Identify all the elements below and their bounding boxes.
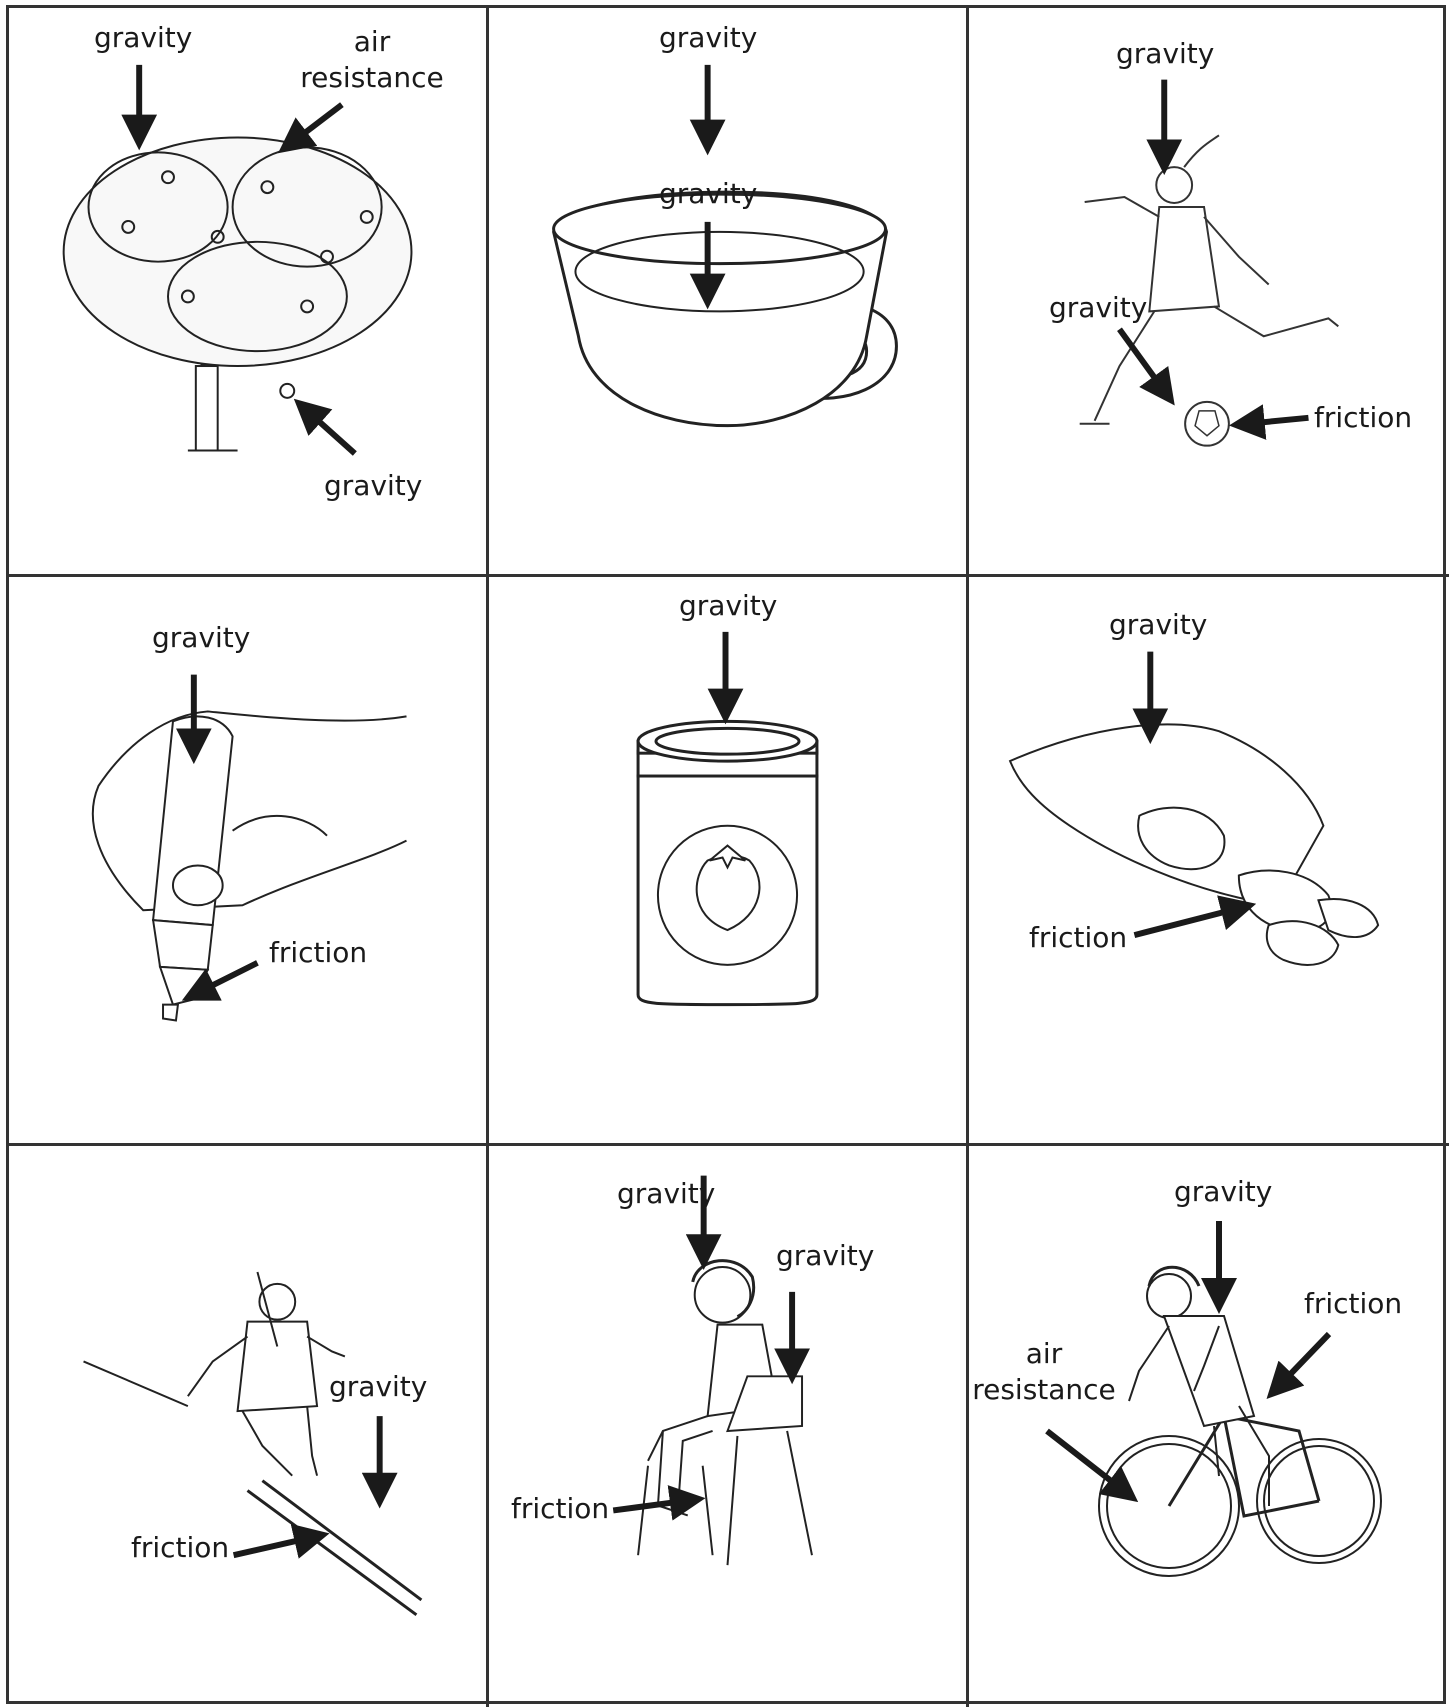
label-friction: friction — [1304, 1286, 1402, 1322]
label-air-resistance: air resistance — [297, 24, 447, 97]
friction-arrow — [613, 1501, 688, 1511]
label-friction: friction — [511, 1491, 609, 1527]
gravity-arrow — [307, 411, 355, 454]
label-gravity: gravity — [152, 620, 250, 656]
card-marker: gravity friction — [9, 577, 489, 1146]
card-chip-bag: gravity friction — [969, 577, 1449, 1146]
label-gravity: gravity — [324, 468, 422, 504]
label-gravity: gravity — [659, 20, 757, 56]
label-gravity: gravity — [1109, 607, 1207, 643]
friction-arrow — [1247, 418, 1309, 424]
label-friction: friction — [269, 935, 367, 971]
seated-person-illustration — [489, 1146, 966, 1707]
jam-jar-illustration — [489, 577, 966, 1143]
cyclist-illustration — [969, 1146, 1449, 1707]
skier-illustration — [9, 1146, 486, 1707]
card-cup: gravity gravity — [489, 8, 969, 577]
card-skier: gravity friction — [9, 1146, 489, 1707]
card-apple-tree: gravity air resistance gravity — [9, 8, 489, 577]
card-jam-jar: gravity — [489, 577, 969, 1146]
card-soccer-player: gravity gravity friction — [969, 8, 1449, 577]
label-gravity: gravity — [679, 588, 777, 624]
label-gravity: gravity — [776, 1238, 874, 1274]
chip-bag-illustration — [969, 577, 1449, 1143]
air-resistance-arrow — [292, 105, 342, 143]
marker-hand-illustration — [9, 577, 486, 1143]
card-cyclist: gravity friction air resistance — [969, 1146, 1449, 1707]
friction-arrow — [234, 1537, 313, 1555]
label-friction: friction — [1314, 400, 1412, 436]
friction-arrow — [1279, 1334, 1329, 1386]
soccer-player-illustration — [969, 8, 1449, 574]
card-seated-person: gravity gravity friction — [489, 1146, 969, 1707]
label-friction: friction — [131, 1530, 229, 1566]
label-gravity: gravity — [617, 1176, 715, 1212]
friction-arrow — [1134, 908, 1238, 935]
cup-illustration — [489, 8, 966, 574]
label-gravity: gravity — [1049, 290, 1147, 326]
force-card-grid: gravity air resistance gravity gravity g… — [6, 5, 1446, 1704]
label-gravity: gravity — [94, 20, 192, 56]
label-friction: friction — [1029, 920, 1127, 956]
label-gravity: gravity — [659, 176, 757, 212]
gravity-arrow — [1119, 329, 1164, 391]
air-resistance-arrow — [1047, 1431, 1124, 1491]
label-gravity: gravity — [1174, 1174, 1272, 1210]
label-air-resistance: air resistance — [969, 1336, 1119, 1409]
label-gravity: gravity — [1116, 36, 1214, 72]
label-gravity: gravity — [329, 1369, 427, 1405]
